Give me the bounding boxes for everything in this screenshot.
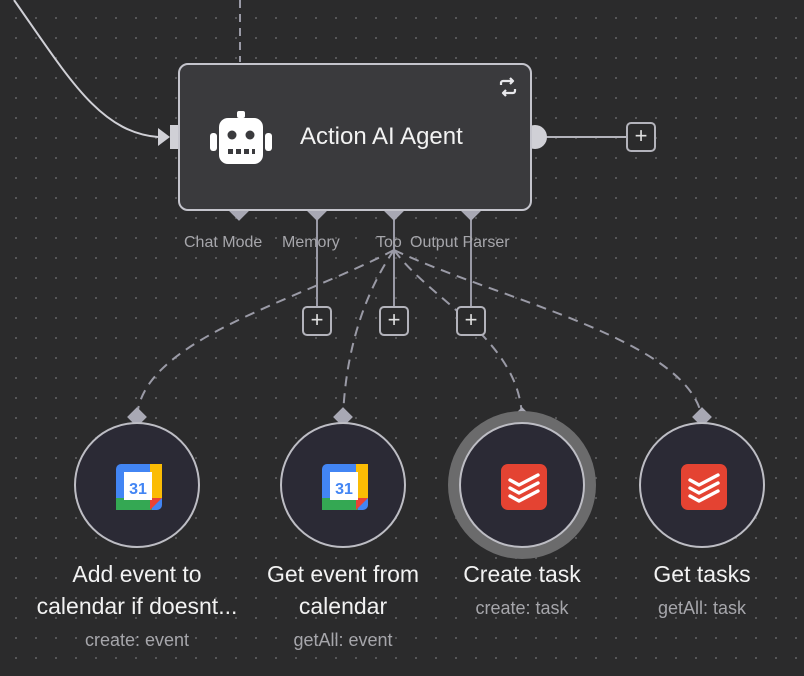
tool-title-get-event: Get event from calendar bbox=[213, 558, 473, 622]
port-label-chat-model: Chat Mode bbox=[184, 234, 263, 251]
tool-subtitle-get-tasks: getAll: task bbox=[657, 598, 747, 618]
tool-title-line: Create task bbox=[463, 561, 581, 587]
tool-connection-1[interactable] bbox=[136, 249, 395, 419]
port-label-memory: Memory bbox=[282, 234, 340, 251]
tool-title-line: Add event to bbox=[72, 561, 202, 587]
tool-node-get-tasks[interactable] bbox=[639, 422, 765, 548]
port-label-output-parser: Output Parser bbox=[410, 234, 510, 251]
tool-node-3-port bbox=[512, 407, 532, 427]
todoist-icon bbox=[681, 464, 727, 510]
tool-subtitle-create-task: create: task bbox=[475, 598, 569, 618]
tool-node-add-event[interactable]: 31 bbox=[74, 422, 200, 548]
input-arrow bbox=[158, 128, 170, 146]
tool-title-line: Get event from bbox=[266, 561, 420, 587]
tool-title-line: calendar bbox=[298, 593, 388, 619]
tool-title-line: calendar if doesnt... bbox=[36, 593, 238, 619]
add-tool-button[interactable]: + bbox=[379, 306, 409, 336]
port-label-tool: Too bbox=[376, 234, 402, 251]
loop-icon bbox=[499, 77, 517, 97]
agent-title: Action AI Agent bbox=[300, 123, 463, 150]
add-output-parser-button[interactable]: + bbox=[456, 306, 486, 336]
incoming-connection[interactable] bbox=[13, 0, 159, 138]
calendar-day-text: 31 bbox=[129, 481, 147, 498]
tool-node-2-port bbox=[333, 407, 353, 427]
tool-node-create-task[interactable] bbox=[459, 422, 585, 548]
google-calendar-icon: 31 bbox=[322, 464, 368, 510]
add-memory-button[interactable]: + bbox=[302, 306, 332, 336]
tool-node-get-event[interactable]: 31 bbox=[280, 422, 406, 548]
tool-title-line: Get tasks bbox=[653, 561, 751, 587]
tool-subtitle-add-event: create: event bbox=[84, 630, 190, 650]
add-next-node-button[interactable]: + bbox=[626, 122, 656, 152]
tool-node-4-port bbox=[692, 407, 712, 427]
todoist-icon bbox=[501, 464, 547, 510]
google-calendar-icon: 31 bbox=[116, 464, 162, 510]
tool-title-add-event: Add event to calendar if doesnt... bbox=[7, 558, 267, 622]
robot-icon bbox=[210, 111, 272, 164]
tool-subtitle-get-event: getAll: event bbox=[293, 630, 393, 650]
action-ai-agent-node[interactable]: Action AI Agent bbox=[178, 63, 532, 211]
tool-connection-4[interactable] bbox=[393, 249, 703, 419]
tool-connection-2[interactable] bbox=[342, 249, 395, 419]
tool-node-1-port bbox=[127, 407, 147, 427]
tool-title-get-tasks: Get tasks bbox=[572, 558, 804, 590]
tool-title-create-task: Create task bbox=[392, 558, 652, 590]
calendar-day-text: 31 bbox=[335, 481, 353, 498]
